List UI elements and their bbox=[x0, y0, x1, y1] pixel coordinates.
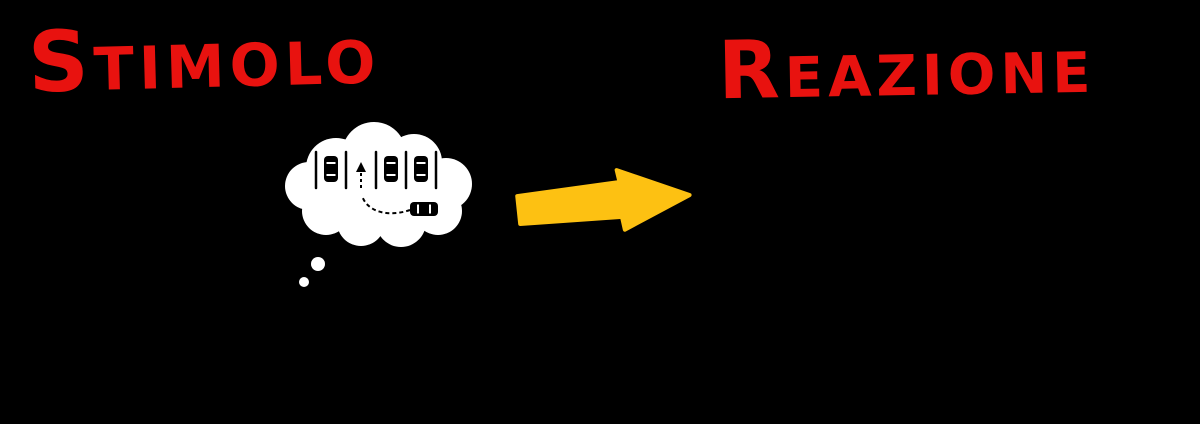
parking-path bbox=[361, 195, 411, 215]
bubble-tail-dot-small bbox=[299, 277, 309, 287]
right-arrow-shape bbox=[515, 168, 692, 232]
right-arrow-icon bbox=[515, 168, 692, 232]
bubble-tail-dot-large bbox=[311, 257, 325, 271]
stimulus-label: Stimolo bbox=[26, 4, 382, 112]
parking-bay-lines bbox=[314, 150, 438, 190]
reaction-label: Reazione bbox=[717, 17, 1097, 118]
parking-maneuver-icon bbox=[314, 150, 438, 216]
parked-car-icon bbox=[384, 156, 398, 182]
thought-bubble-icon bbox=[285, 122, 472, 287]
cloud-shape bbox=[285, 122, 472, 287]
up-arrow-icon bbox=[356, 162, 366, 188]
parked-car-icon bbox=[414, 156, 428, 182]
parked-car-icon bbox=[324, 156, 338, 182]
maneuvering-car-icon bbox=[410, 202, 438, 216]
